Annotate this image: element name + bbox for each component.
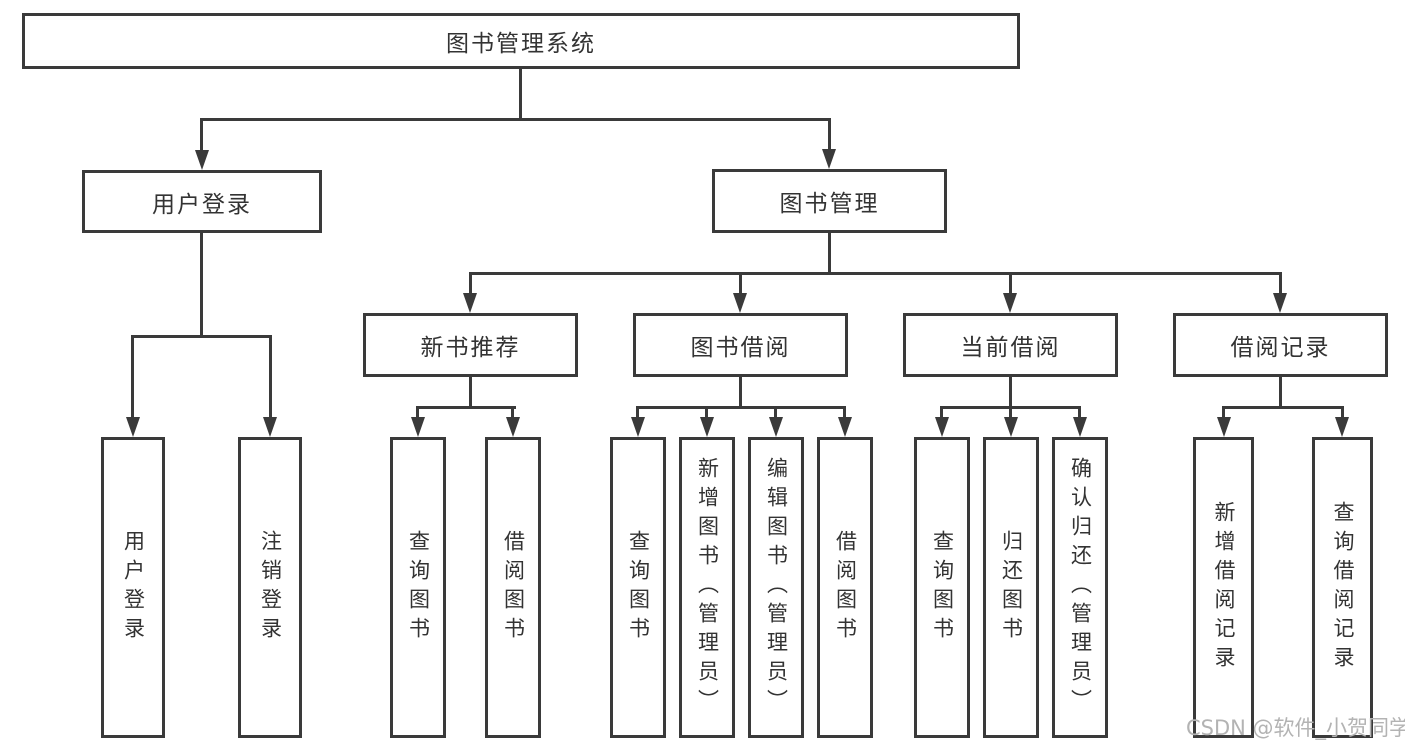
arrowhead-icon [126,417,140,437]
leaf-label: 借阅图书 [833,529,858,646]
leaf-label: 归还图书 [999,529,1024,646]
arrowhead-icon [769,417,783,437]
node-label: 用户登录 [152,191,252,218]
connector-line [469,272,472,295]
node-new-book-recommend: 新书推荐 [363,313,578,377]
node-user-login-branch: 用户登录 [82,170,322,233]
leaf-label: 注销登录 [258,529,283,646]
arrowhead-icon [1217,417,1231,437]
leaf-user-login: 用户登录 [101,437,165,738]
leaf-query-books-recommend: 查询图书 [390,437,446,738]
node-current-borrowing: 当前借阅 [903,313,1118,377]
connector-line [1222,406,1225,419]
leaf-edit-books-admin: 编辑图书（管理员） [748,437,804,738]
connector-line [1279,272,1282,295]
arrowhead-icon [631,417,645,437]
leaf-label: 查询图书 [626,529,651,646]
arrowhead-icon [263,417,277,437]
connector-line [828,118,831,151]
leaf-label: 查询图书 [930,529,955,646]
connector-line [1078,406,1081,419]
connector-line [843,406,846,419]
node-label: 新书推荐 [420,335,521,361]
node-borrow-records: 借阅记录 [1173,313,1388,377]
connector-line [416,406,516,409]
connector-line [131,335,272,338]
connector-line [1009,272,1012,295]
connector-line [1279,377,1282,408]
connector-line [636,406,639,419]
leaf-confirm-return-admin: 确认归还（管理员） [1052,437,1108,738]
arrowhead-icon [506,417,520,437]
connector-line [739,377,742,408]
leaf-label: 查询借阅记录 [1331,500,1355,675]
csdn-watermark: CSDN @软件_小贺同学 [1186,716,1405,740]
arrowhead-icon [1273,293,1287,313]
connector-line [739,272,742,295]
connector-line [1009,377,1012,408]
leaf-query-books-borrowing: 查询图书 [610,437,666,738]
arrowhead-icon [822,149,836,169]
connector-line [1009,406,1012,419]
arrowhead-icon [411,417,425,437]
leaf-label: 编辑图书（管理员） [764,457,789,718]
leaf-label: 新增图书（管理员） [695,457,720,718]
connector-line [469,272,1282,275]
leaf-add-borrow-record: 新增借阅记录 [1193,437,1254,738]
leaf-logout: 注销登录 [238,437,302,738]
arrowhead-icon [935,417,949,437]
node-root-library-management-system: 图书管理系统 [22,13,1020,69]
connector-line [469,377,472,408]
arrowhead-icon [195,150,209,170]
leaf-label: 查询图书 [406,529,431,646]
leaf-query-books-current: 查询图书 [914,437,970,738]
connector-line [940,406,943,419]
arrowhead-icon [1004,417,1018,437]
node-label: 图书管理系统 [446,31,596,57]
connector-line [200,233,203,335]
arrowhead-icon [463,293,477,313]
leaf-return-books: 归还图书 [983,437,1039,738]
arrowhead-icon [1073,417,1087,437]
leaf-label: 借阅图书 [501,529,526,646]
connector-line [1222,406,1343,409]
node-book-management-branch: 图书管理 [712,169,947,233]
connector-line [705,406,708,419]
connector-line [200,118,831,121]
connector-line [416,406,419,419]
node-label: 图书管理 [779,191,880,217]
arrowhead-icon [1335,417,1349,437]
arrowhead-icon [1003,293,1017,313]
connector-line [131,335,134,419]
leaf-borrow-books: 借阅图书 [817,437,873,738]
connector-line [269,335,272,419]
connector-line [511,406,514,419]
arrowhead-icon [700,417,714,437]
leaf-label: 确认归还（管理员） [1068,457,1093,718]
connector-line [1341,406,1344,419]
connector-line [200,118,203,152]
leaf-query-borrow-record: 查询借阅记录 [1312,437,1373,738]
arrowhead-icon [733,293,747,313]
leaf-borrow-books-recommend: 借阅图书 [485,437,541,738]
connector-line [774,406,777,419]
node-label: 借阅记录 [1230,335,1331,361]
node-label: 当前借阅 [960,335,1061,361]
leaf-label: 新增借阅记录 [1212,500,1236,675]
connector-line [636,406,846,409]
node-book-borrowing: 图书借阅 [633,313,848,377]
arrowhead-icon [838,417,852,437]
node-label: 图书借阅 [690,335,791,361]
leaf-add-books-admin: 新增图书（管理员） [679,437,735,738]
connector-line [519,69,522,118]
leaf-label: 用户登录 [121,529,146,646]
connector-line [828,233,831,274]
